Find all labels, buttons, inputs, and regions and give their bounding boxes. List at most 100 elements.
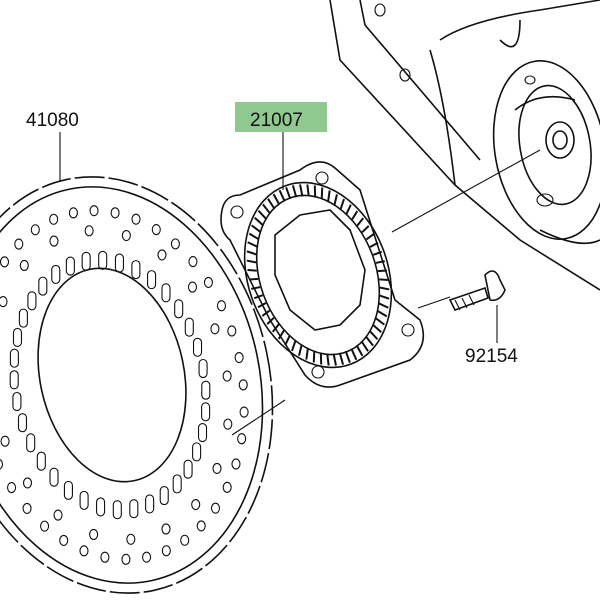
rotor-slot xyxy=(248,232,259,240)
disc-hole xyxy=(17,413,28,433)
disc-hole xyxy=(27,291,37,311)
disc-hole xyxy=(210,323,220,335)
rotor-slot xyxy=(271,323,280,333)
disc-hole xyxy=(188,256,198,268)
disc-hole xyxy=(18,308,28,328)
disc-hole xyxy=(161,523,171,535)
rotor-slot xyxy=(246,250,257,256)
rotor-slot xyxy=(338,352,345,365)
rotor-slot xyxy=(278,189,286,202)
rotor-slot xyxy=(355,344,364,357)
disc-hole xyxy=(98,250,108,270)
disc-hole xyxy=(53,509,63,521)
disc-hole xyxy=(22,502,32,514)
highlight-box xyxy=(235,102,327,132)
disc-hole xyxy=(196,520,206,532)
disc-hole xyxy=(89,528,99,541)
disc-hole xyxy=(198,358,208,379)
rotor-slot xyxy=(360,340,369,352)
rotor-slot xyxy=(345,204,352,215)
disc-hole xyxy=(19,259,29,272)
rotor-slot xyxy=(253,294,264,300)
disc-hole xyxy=(0,256,10,268)
rotor-slot xyxy=(372,250,383,256)
disc-hole xyxy=(121,553,131,565)
rotor-slot xyxy=(369,241,379,248)
rotor-slot xyxy=(257,302,267,309)
rotor-slot xyxy=(344,350,351,363)
part-label-41080[interactable]: 41080 xyxy=(26,110,79,131)
disc-hole xyxy=(0,296,8,308)
disc-hole xyxy=(234,352,244,364)
disc-hole xyxy=(112,500,122,520)
rotor-slot xyxy=(247,241,258,248)
disc-hole xyxy=(121,229,131,242)
rotor-slot xyxy=(299,184,304,197)
disc-hole xyxy=(131,260,141,280)
disc-hole xyxy=(7,482,17,494)
disc-hole xyxy=(191,498,201,511)
disc-hole xyxy=(172,474,182,494)
disc-hole xyxy=(0,435,10,447)
disc-hole xyxy=(96,497,106,517)
disc-hole xyxy=(22,477,33,489)
disc-hole xyxy=(142,551,152,563)
rotor-slot xyxy=(266,316,275,325)
disc-hole xyxy=(174,299,184,319)
disc-hole xyxy=(223,418,233,430)
disc-hole xyxy=(237,433,247,445)
rotor-slot xyxy=(254,216,264,227)
rotor-slot xyxy=(326,353,330,366)
disc-hole xyxy=(49,235,59,247)
rotor-slot xyxy=(361,225,370,234)
rotor-slot xyxy=(368,330,379,340)
disc-hole xyxy=(227,325,237,337)
axis-line xyxy=(391,149,541,233)
bolt xyxy=(448,270,506,311)
disc-hole xyxy=(145,494,155,514)
rotor-slot xyxy=(365,233,375,241)
rotor-slot xyxy=(365,335,374,347)
rotor-slot xyxy=(246,259,257,264)
disc-hole xyxy=(26,433,36,453)
disc-hole xyxy=(157,249,167,261)
part-label-21007[interactable]: 21007 xyxy=(250,110,303,131)
rotor-slot xyxy=(375,317,385,326)
rotor-slot xyxy=(262,203,271,215)
rotor-slot xyxy=(247,268,257,272)
rotor-slot xyxy=(379,286,390,291)
disc-hole xyxy=(238,379,248,391)
disc-hole xyxy=(131,213,141,225)
rotor-slot xyxy=(257,210,268,220)
disc-hole xyxy=(49,213,59,225)
axis-line xyxy=(417,296,451,309)
disc-hole xyxy=(65,256,75,276)
disc-hole xyxy=(147,270,157,290)
rotor-slot xyxy=(356,217,365,227)
disc-hole xyxy=(9,370,19,390)
disc-hole xyxy=(59,534,69,546)
rotor-slot xyxy=(333,194,338,206)
disc-hole xyxy=(0,459,4,470)
disc-hole xyxy=(126,533,136,545)
rotor-slot xyxy=(351,210,359,221)
rotor-slot xyxy=(272,193,281,206)
rotor-slot xyxy=(284,335,291,346)
disc-hole xyxy=(38,276,48,296)
disc-hole xyxy=(180,534,190,546)
part-label-92154[interactable]: 92154 xyxy=(465,346,518,367)
disc-hole xyxy=(129,499,139,519)
wheel-hub xyxy=(329,0,600,291)
rotor-slot xyxy=(291,185,298,198)
disc-hole xyxy=(63,480,73,500)
disc-hole xyxy=(222,481,232,493)
rotor-slot xyxy=(267,198,276,210)
axis-line xyxy=(231,399,286,436)
rotor-slot xyxy=(261,309,271,317)
disc-hole xyxy=(12,327,23,347)
rotor-slot xyxy=(378,302,389,309)
disc-hole xyxy=(51,264,61,284)
disc-hole xyxy=(151,224,161,236)
disc-hole xyxy=(184,317,194,337)
